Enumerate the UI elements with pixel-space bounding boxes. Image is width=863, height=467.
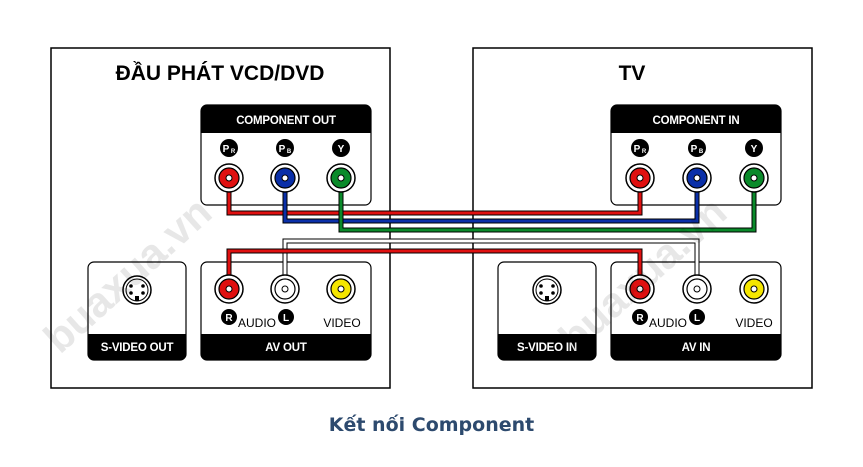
svg-text:R: R (636, 313, 644, 324)
player-component-label: COMPONENT OUT (236, 115, 336, 127)
tv-svideo-panel: S-VIDEO IN (497, 261, 597, 361)
tv-av-label: AV IN (682, 342, 711, 354)
player-svideo-port[interactable] (122, 275, 152, 305)
tv-jack-y[interactable] (739, 163, 769, 193)
player-svideo-panel: S-VIDEO OUT (87, 261, 187, 361)
tv-l-badge: L (689, 309, 705, 325)
cables (226, 180, 757, 288)
svg-text:R: R (642, 149, 647, 155)
player-jack-video[interactable] (326, 274, 356, 304)
svg-text:B: B (699, 149, 704, 155)
player-svideo-label: S-VIDEO OUT (101, 342, 174, 354)
player-jack-audio-l[interactable] (270, 274, 300, 304)
tv-jack-pr[interactable] (625, 163, 655, 193)
tv-svideo-port[interactable] (532, 275, 562, 305)
player-video-label: VIDEO (323, 316, 360, 330)
tv-jack-audio-l[interactable] (682, 274, 712, 304)
svg-text:R: R (225, 313, 233, 324)
player-jack-pb[interactable] (270, 163, 300, 193)
svg-text:P: P (691, 144, 698, 155)
svg-text:P: P (279, 144, 286, 155)
tv-audio-label: AUDIO (649, 316, 687, 330)
svg-text:L: L (283, 313, 289, 324)
tv-pb-badge: P B (688, 139, 706, 157)
player-pb-badge: P B (276, 139, 294, 157)
tv-pr-badge: P R (631, 139, 649, 157)
svg-text:Y: Y (751, 144, 758, 155)
tv-r-badge: R (632, 309, 648, 325)
tv-title: TV (619, 62, 646, 85)
svg-text:Y: Y (338, 144, 345, 155)
svg-text:P: P (634, 144, 641, 155)
svg-text:P: P (223, 144, 230, 155)
player-r-badge: R (221, 309, 237, 325)
tv-video-label: VIDEO (735, 316, 772, 330)
player-l-badge: L (278, 309, 294, 325)
player-jack-y[interactable] (326, 163, 356, 193)
svg-text:B: B (287, 149, 292, 155)
tv-jack-audio-r[interactable] (625, 274, 655, 304)
player-jack-audio-r[interactable] (214, 274, 244, 304)
player-title: ĐẦU PHÁT VCD/DVD (116, 62, 325, 85)
tv-y-badge: Y (745, 139, 763, 157)
player-av-label: AV OUT (265, 342, 307, 354)
tv-component-label: COMPONENT IN (652, 115, 739, 127)
player-jack-pr[interactable] (214, 163, 244, 193)
tv-jack-pb[interactable] (682, 163, 712, 193)
diagram-caption: Kết nối Component (328, 414, 535, 436)
svg-text:R: R (231, 149, 236, 155)
tv-jack-video[interactable] (739, 274, 769, 304)
player-audio-label: AUDIO (238, 316, 276, 330)
player-pr-badge: P R (220, 139, 238, 157)
player-y-badge: Y (332, 139, 350, 157)
svg-text:L: L (694, 313, 700, 324)
tv-svideo-label: S-VIDEO IN (517, 342, 577, 354)
